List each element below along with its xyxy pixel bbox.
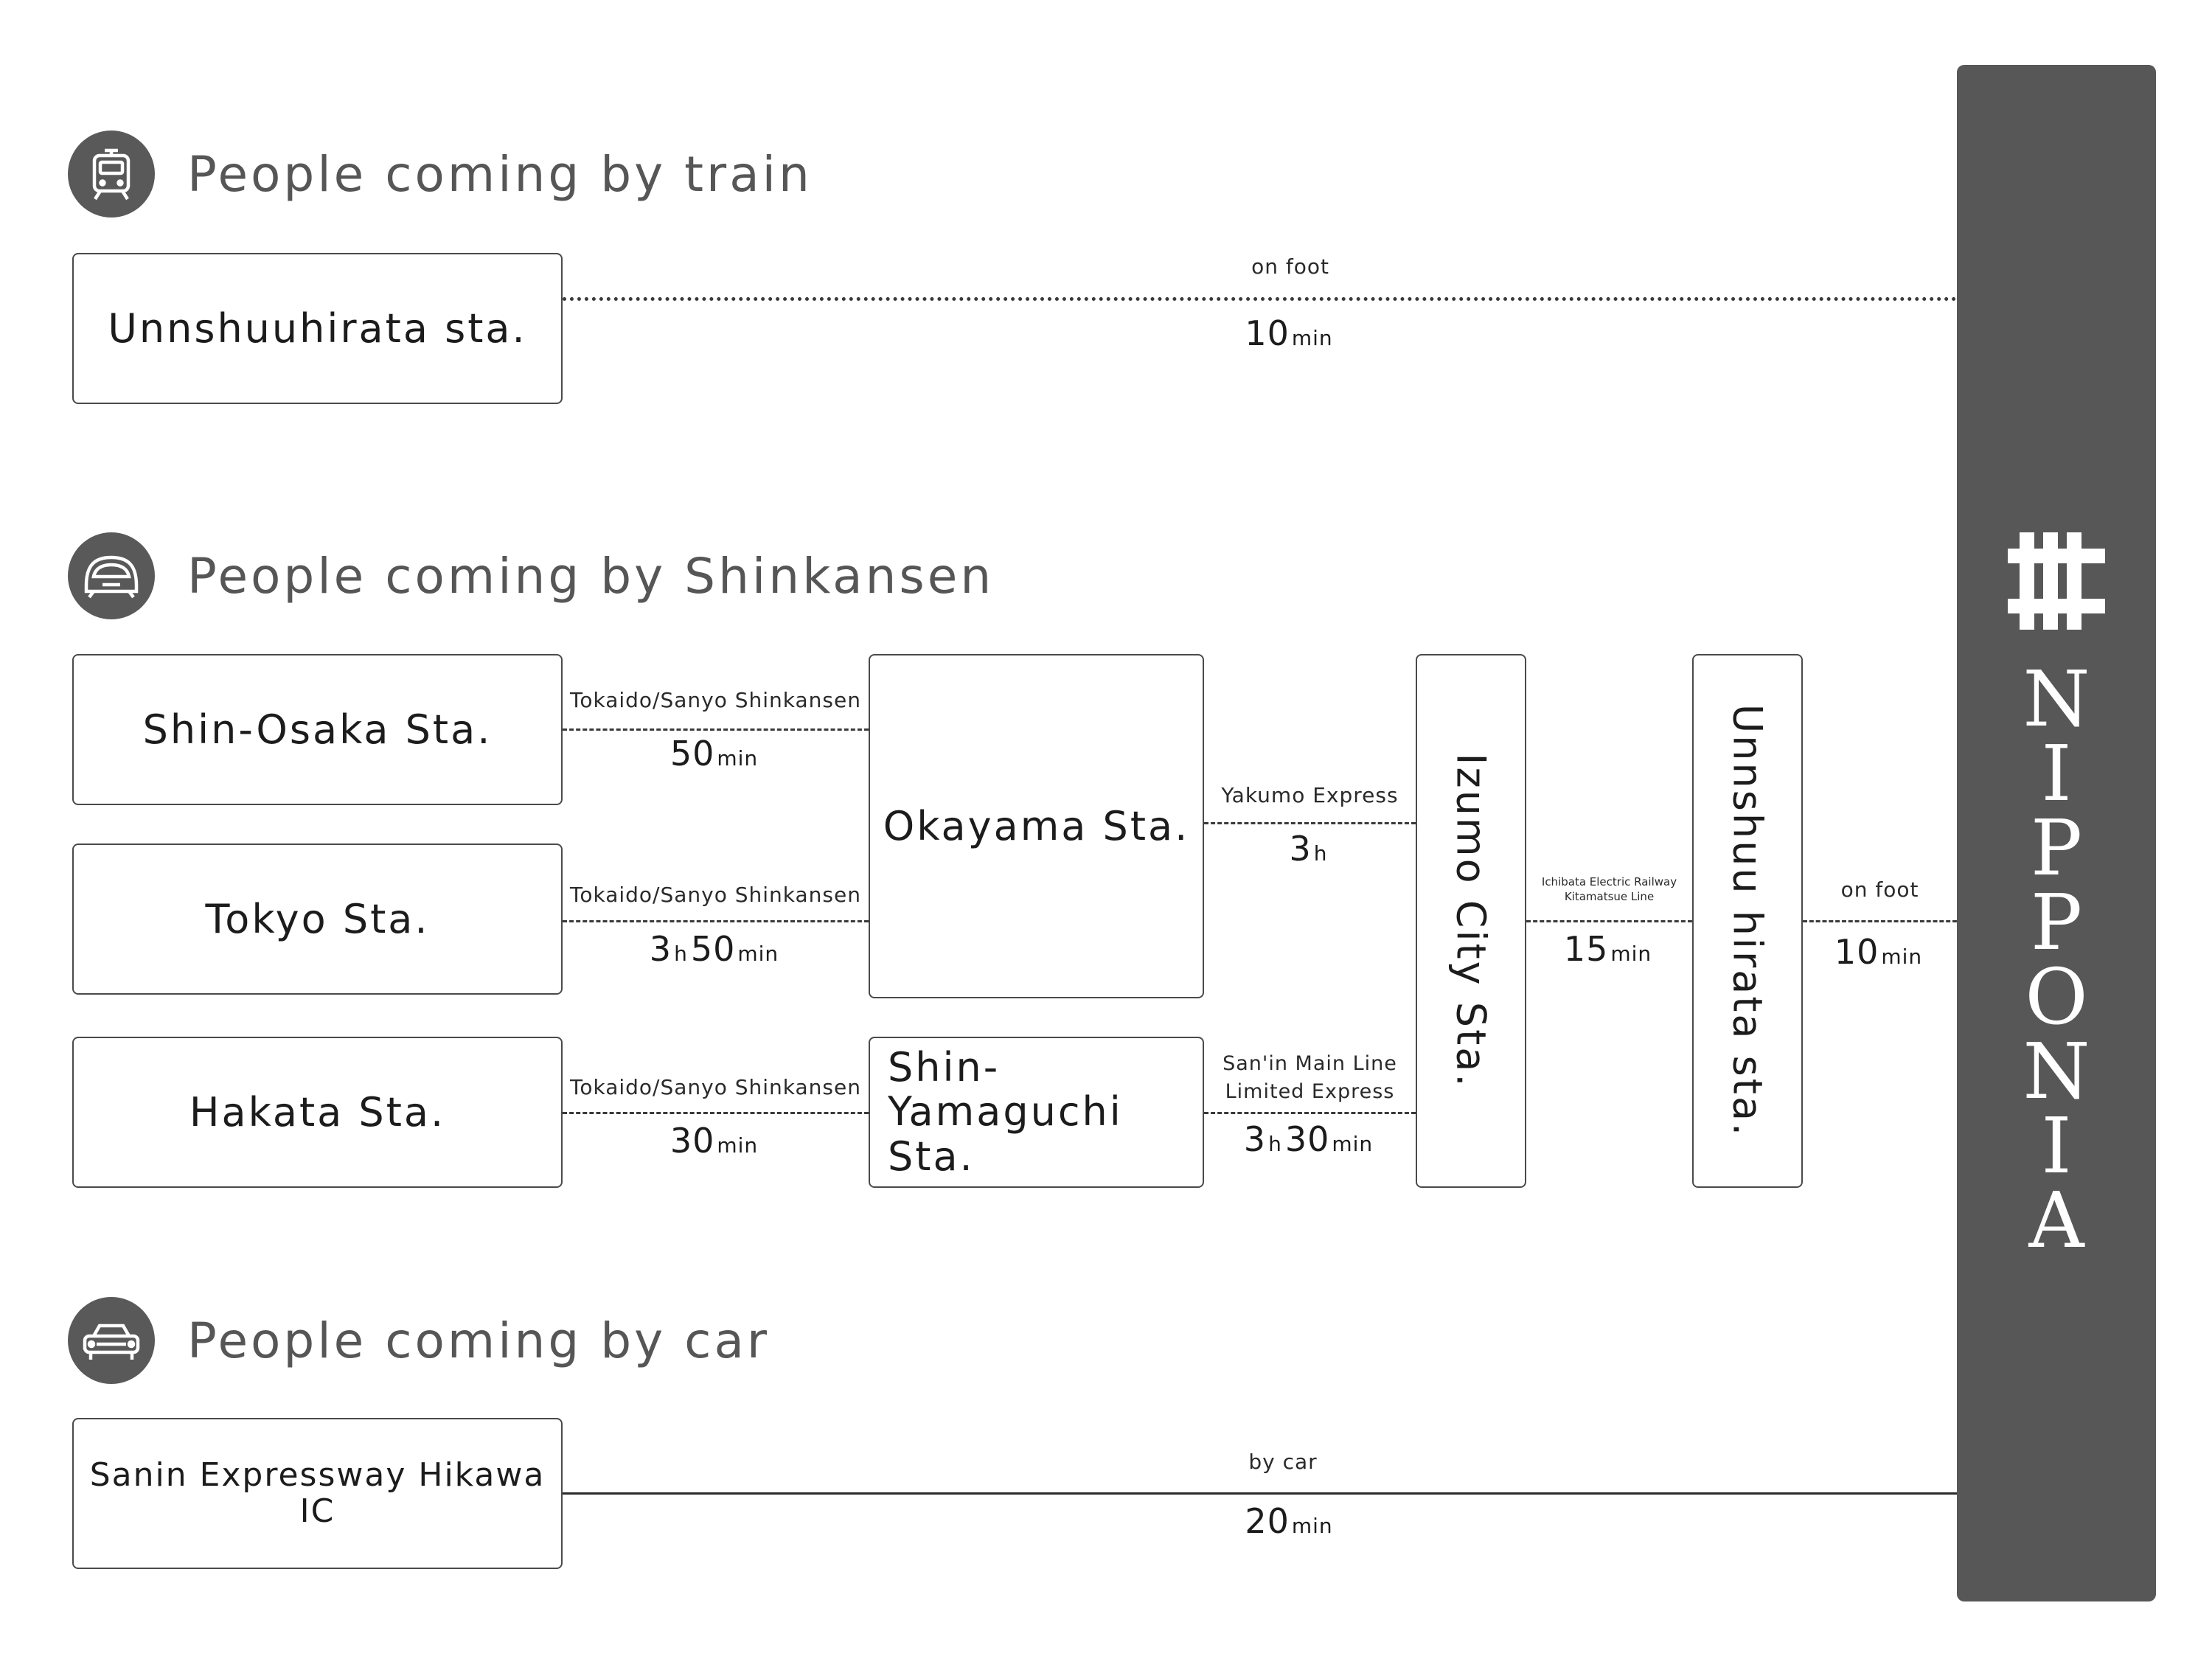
station-label: Unnshuuhirata sta. [108,305,527,352]
station-box-hakata: Hakata Sta. [72,1037,563,1188]
on-foot-dotted-line [563,297,1957,301]
by-car-solid-line [563,1492,1957,1495]
railway-dashed-line [1526,920,1692,922]
brand-letter: A [2028,1175,2084,1265]
express-dashed-line [1204,1112,1416,1114]
route-label: Ichibata Electric Railway Kitamatsue Lin… [1541,875,1677,904]
shinkansen-dashed-line [563,1112,869,1114]
station-label: Izumo City Sta. [1447,753,1495,1089]
station-label: Shin-Osaka Sta. [142,706,493,753]
brand-name: N I P P O N I A [1957,654,2156,1265]
brand-letter: I [2041,1101,2072,1191]
train-icon [68,131,155,218]
brand-letter: O [2025,952,2088,1042]
route-label: Tokaido/Sanyo Shinkansen [570,688,861,712]
shinkansen-section-header: People coming by Shinkansen [68,532,994,619]
brand-letter: I [2041,728,2072,818]
origin-box-hikawa-ic: Sanin Expressway Hikawa IC [72,1418,563,1569]
car-icon [68,1297,155,1384]
station-box-tokyo: Tokyo Sta. [72,844,563,995]
station-label: Shin- Yamaguchi Sta. [888,1043,1123,1180]
station-box-izumo-city: Izumo City Sta. [1416,654,1526,1188]
shinkansen-heading: People coming by Shinkansen [187,547,995,605]
route-label: by car [1248,1450,1318,1474]
station-label: Okayama Sta. [883,802,1190,849]
shinkansen-dashed-line [563,920,869,922]
car-heading: People coming by car [187,1312,771,1369]
route-label: Yakumo Express [1221,783,1399,807]
brand-letter: N [2023,1026,2090,1116]
train-section-header: People coming by train [68,131,813,218]
station-label: Tokyo Sta. [205,895,430,942]
station-box-shin-osaka: Shin-Osaka Sta. [72,654,563,805]
route-label: on foot [1251,254,1329,279]
origin-label: Sanin Expressway Hikawa IC [89,1456,546,1530]
station-box-okayama: Okayama Sta. [869,654,1204,998]
nipponia-banner: N I P P O N I A [1957,65,2156,1601]
station-label: Hakata Sta. [189,1088,446,1135]
train-heading: People coming by train [187,145,813,203]
station-box-unnshuuhirata: Unnshuuhirata sta. [72,253,563,404]
shinkansen-dashed-line [563,728,869,731]
well-crest-logo [2008,532,2105,630]
route-label: Tokaido/Sanyo Shinkansen [570,883,861,907]
station-box-unnshuu-hirata: Unnshuu hirata sta. [1692,654,1803,1188]
brand-letter: P [2031,803,2082,893]
on-foot-dashed-line [1803,920,1957,922]
station-label: Unnshuu hirata sta. [1724,703,1771,1138]
express-dashed-line [1204,822,1416,824]
car-section-header: People coming by car [68,1297,770,1384]
shinkansen-icon [68,532,155,619]
station-box-shin-yamaguchi: Shin- Yamaguchi Sta. [869,1037,1204,1188]
route-label: San'in Main Line Limited Express [1222,1052,1397,1103]
route-label: on foot [1840,877,1919,902]
brand-letter: P [2031,877,2082,967]
brand-letter: N [2023,654,2090,744]
route-label: Tokaido/Sanyo Shinkansen [570,1075,861,1099]
